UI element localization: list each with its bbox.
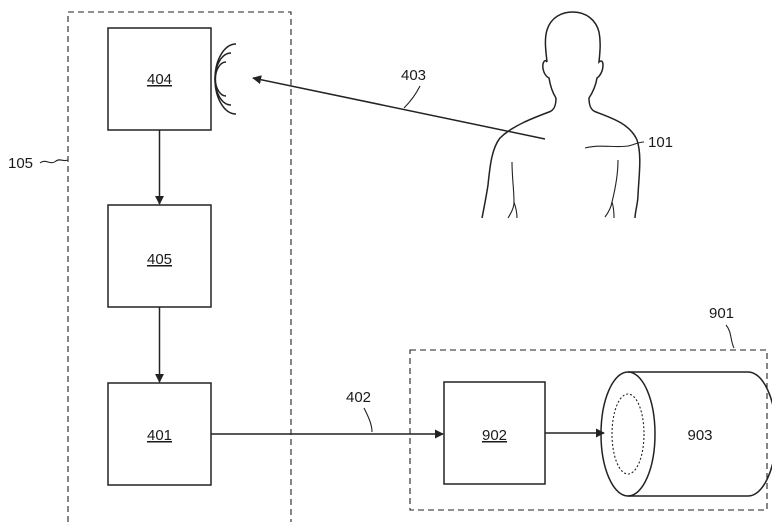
cylinder-903 [600,371,772,497]
arrow-403 [252,75,546,140]
group-105-boundary [67,11,292,522]
human-torso-illustration [481,11,641,219]
group-901-leader [725,324,735,349]
group-901-label: 901 [709,305,734,322]
box-902-label: 902 [482,427,507,444]
group-105-leader [39,159,69,164]
sensor-waves-icon [214,43,237,115]
body-101-leader [584,141,645,149]
body-101-label: 101 [648,134,673,151]
cylinder-903-label: 903 [687,427,712,444]
arrow-403-label: 403 [401,67,426,84]
box-401-label: 401 [147,427,172,444]
box-404-label: 404 [147,71,172,88]
arrow-403-leader [403,85,421,109]
box-405-label: 405 [147,251,172,268]
arrow-402-label: 402 [346,389,371,406]
group-105-label: 105 [8,155,33,172]
group-901-boundary [409,349,768,511]
arrow-402-leader [363,407,373,433]
